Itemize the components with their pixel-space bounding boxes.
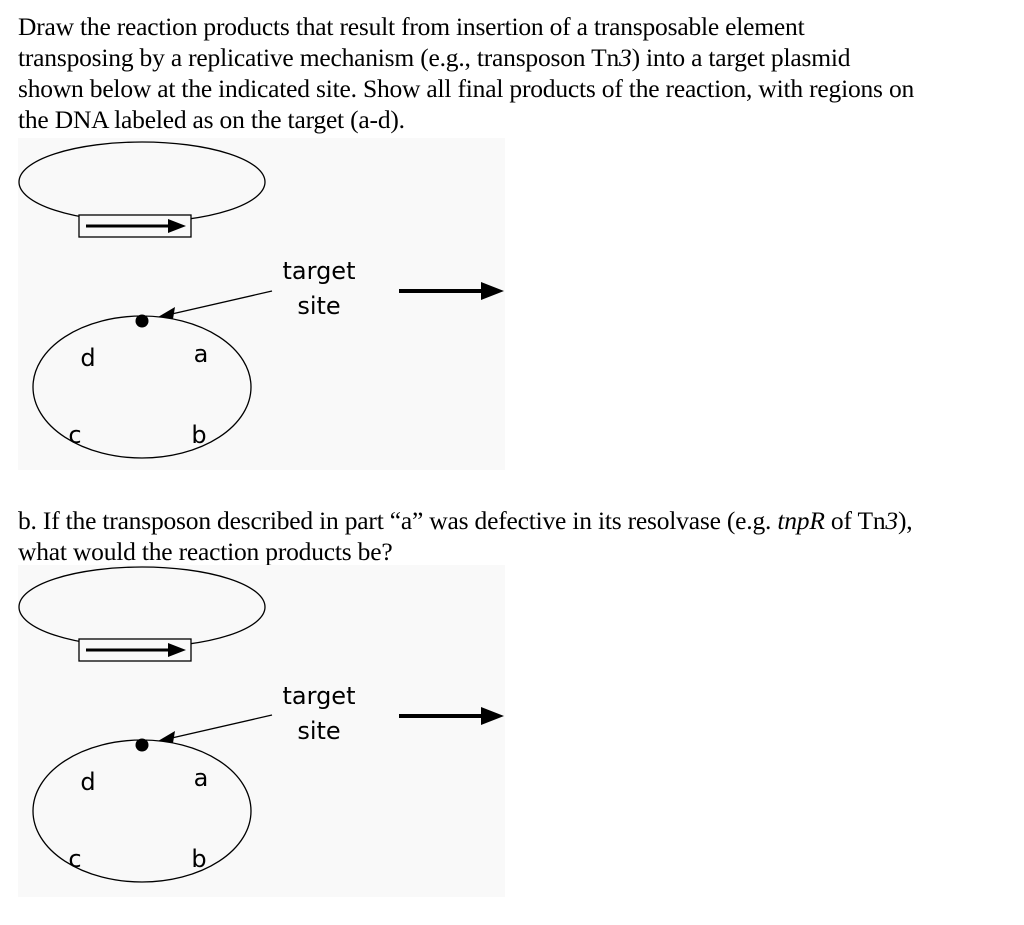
text-segment: ), <box>897 506 913 535</box>
region-label-d: d <box>80 344 95 372</box>
target-plasmid: d a c b <box>32 738 252 883</box>
donor-plasmid <box>18 566 266 662</box>
question-a-text: Draw the reaction products that result f… <box>18 11 1018 135</box>
text-segment: transposing by a replicative mechanism (… <box>18 43 619 72</box>
question-b-line-2: what would the reaction products be? <box>18 537 393 566</box>
question-b-text: b. If the transposon described in part “… <box>18 505 1018 567</box>
target-site-callout: target site <box>158 682 355 745</box>
question-b-line-1: b. If the transposon described in part “… <box>18 505 1018 536</box>
question-a-line-2: transposing by a replicative mechanism (… <box>18 42 1018 73</box>
italic-segment: tnpR <box>777 506 825 535</box>
pointer-arrow-icon <box>158 307 175 319</box>
region-label-c: c <box>68 845 81 873</box>
text-segment: b. If the transposon described in part “… <box>18 506 778 535</box>
diagram-svg: d a c b target site <box>18 566 504 883</box>
arrowhead-icon <box>168 219 186 233</box>
target-label-line-1: target <box>283 682 356 710</box>
region-label-a: a <box>194 340 209 368</box>
region-label-d: d <box>80 768 95 796</box>
target-site-dot <box>135 314 149 328</box>
reaction-arrow-icon <box>399 707 504 725</box>
region-label-c: c <box>68 421 81 449</box>
transposition-diagram-b: d a c b target site <box>18 565 505 897</box>
target-site-callout: target site <box>158 257 355 320</box>
target-label-line-2: site <box>297 292 340 320</box>
italic-segment: 3 <box>885 506 898 535</box>
transposition-diagram-a: d a c b target site <box>18 138 505 470</box>
target-label-line-1: target <box>283 257 356 285</box>
region-label-b: b <box>191 421 206 449</box>
italic-segment: 3 <box>619 43 632 72</box>
reaction-arrow-icon <box>399 282 504 300</box>
target-plasmid: d a c b <box>32 314 252 459</box>
question-a-line-1: Draw the reaction products that result f… <box>18 12 805 41</box>
region-label-a: a <box>194 764 209 792</box>
target-site-dot <box>135 738 149 752</box>
question-a-line-3: shown below at the indicated site. Show … <box>18 74 915 103</box>
text-segment: of Tn <box>824 506 886 535</box>
region-label-b: b <box>191 845 206 873</box>
diagram-svg: d a c b target site <box>18 141 504 459</box>
pointer-arrow-icon <box>158 731 175 743</box>
target-label-line-2: site <box>297 717 340 745</box>
text-segment: ) into a target plasmid <box>631 43 851 72</box>
donor-plasmid <box>18 141 266 238</box>
question-a-line-4: the DNA labeled as on the target (a-d). <box>18 105 405 134</box>
arrowhead-icon <box>168 643 186 657</box>
